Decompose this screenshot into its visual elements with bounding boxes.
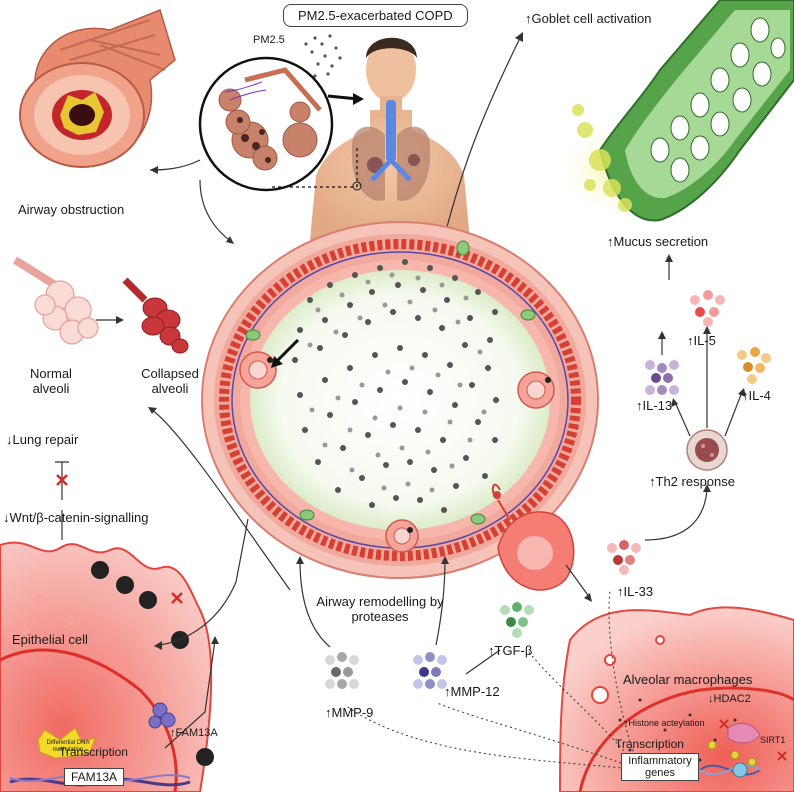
up-arrow-icon: ↑ — [636, 398, 643, 413]
il5-label: ↑IL-5 — [687, 333, 716, 348]
il33-text: IL-33 — [623, 584, 654, 599]
th2-cell — [686, 429, 728, 471]
histone-acetylation-label: ↑Histone acteylation — [624, 718, 705, 728]
airway-cross-section — [201, 221, 599, 591]
up-arrow-icon: ↑ — [742, 388, 749, 403]
mmp9-label: ↑MMP-9 — [325, 705, 373, 720]
dna-methylation-label: Differential DNA methylation — [46, 740, 90, 753]
hdac2-label: ↓HDAC2 — [708, 693, 751, 705]
histone-acetylation-text: Histone acteylation — [628, 718, 705, 728]
up-arrow-icon: ↑ — [649, 474, 656, 489]
il13-text: IL-13 — [642, 398, 673, 413]
sirt1-label: SIRT1 — [760, 735, 786, 745]
tgfb-text: TGF-β — [494, 643, 533, 658]
inflammatory-genes-box: Inflammatory genes — [621, 753, 699, 781]
up-arrow-icon: ↑ — [525, 11, 532, 26]
goblet-activation-text: Goblet cell activation — [531, 11, 652, 26]
goblet-activation-label: ↑Goblet cell activation — [525, 11, 651, 26]
central-macrophage — [491, 483, 575, 591]
il4-cluster — [737, 347, 771, 384]
th2-response-text: Th2 response — [655, 474, 736, 489]
tgfb-cluster — [500, 602, 534, 638]
lung-repair-text: Lung repair — [12, 432, 79, 447]
down-arrow-icon: ↓ — [6, 432, 13, 447]
up-arrow-icon: ↑ — [607, 234, 614, 249]
airway-obstruction-label: Airway obstruction — [18, 202, 125, 217]
wnt-signalling-label: ↓Wnt/β-catenin-signalling — [3, 510, 148, 525]
down-arrow-icon: ↓ — [708, 693, 714, 705]
title-box: PM2.5-exacerbated COPD — [283, 4, 468, 27]
mmp12-cluster — [413, 652, 447, 689]
arrow-head — [150, 166, 158, 174]
up-arrow-icon: ↑ — [325, 705, 332, 720]
transcription-left-label: Transcription — [59, 745, 128, 759]
wnt-signalling-text: Wnt/β-catenin-signalling — [9, 510, 149, 525]
up-arrow-icon: ↑ — [617, 584, 624, 599]
down-arrow-icon: ↓ — [3, 510, 10, 525]
mmp9-text: MMP-9 — [331, 705, 374, 720]
epithelial-cell-illustration — [0, 541, 214, 792]
alveoli-zoom-circle — [198, 56, 334, 192]
normal-alveoli-label: Normal alveoli — [30, 366, 72, 396]
il4-text: IL-4 — [748, 388, 771, 403]
th2-response-label: ↑Th2 response — [649, 474, 735, 489]
fam13a-gene-box: FAM13A — [64, 768, 125, 786]
mucus-secretion-text: Mucus secretion — [613, 234, 709, 249]
normal-alveoli-illustration — [12, 256, 99, 345]
mucus-secretion-label: ↑Mucus secretion — [607, 234, 708, 249]
goblet-tissue-illustration — [560, 0, 794, 222]
airway-tube-illustration — [19, 8, 176, 168]
up-arrow-icon: ↑ — [488, 643, 495, 658]
up-arrow-icon: ↑ — [687, 333, 694, 348]
il4-label: ↑IL-4 — [742, 388, 771, 403]
il33-cluster — [607, 540, 641, 575]
pm25-label: PM2.5 — [253, 34, 285, 46]
fam13a-protein-label: ↑FAM13A — [170, 727, 218, 739]
mmp12-label: ↑MMP-12 — [444, 684, 500, 699]
lung-repair-label: ↓Lung repair — [6, 432, 78, 447]
il5-text: IL-5 — [693, 333, 716, 348]
alveolar-macrophages-label: Alveolar macrophages — [623, 672, 753, 687]
title-text: PM2.5-exacerbated COPD — [298, 8, 453, 23]
pm25-particle-cloud — [304, 34, 342, 78]
collapsed-alveoli-illustration — [122, 277, 189, 354]
fam13a-protein-text: FAM13A — [175, 727, 218, 739]
il33-label: ↑IL-33 — [617, 584, 653, 599]
dna-helix-right — [699, 762, 761, 778]
hdac2-text: HDAC2 — [713, 693, 751, 705]
inhibition-markers — [55, 461, 183, 604]
mmp12-text: MMP-12 — [450, 684, 500, 699]
mmp9-cluster — [325, 652, 359, 689]
il13-label: ↑IL-13 — [636, 398, 672, 413]
human-figure — [310, 37, 470, 240]
epithelial-cell-label: Epithelial cell — [12, 632, 88, 647]
up-arrow-icon: ↑ — [444, 684, 451, 699]
up-arrow-icon: ↑ — [170, 727, 176, 739]
airway-remodelling-label: Airway remodelling by proteases — [316, 594, 444, 624]
il13-cluster — [645, 360, 679, 395]
transcription-right-label: Transcription — [615, 737, 684, 751]
tgfb-label: ↑TGF-β — [488, 643, 532, 658]
il5-cluster — [690, 290, 725, 327]
up-arrow-icon: ↑ — [624, 718, 629, 728]
collapsed-alveoli-label: Collapsed alveoli — [141, 366, 199, 396]
macrophage-illustration — [559, 606, 794, 792]
